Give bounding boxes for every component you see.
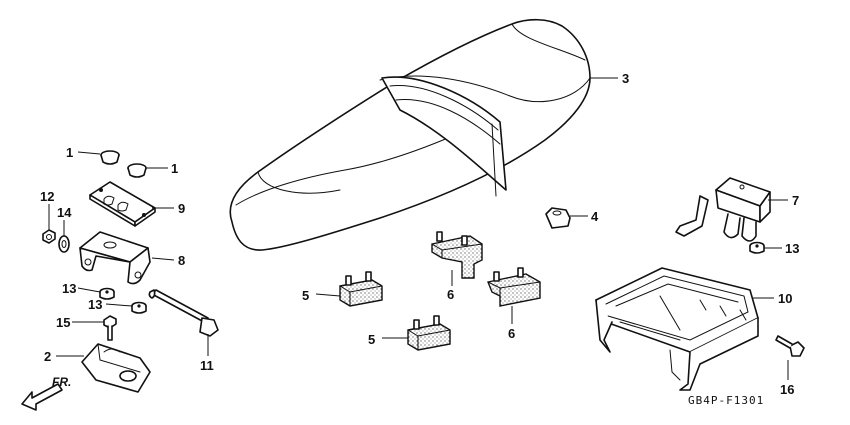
callout-2: 2 [44, 349, 51, 364]
callout-6: 6 [508, 326, 515, 341]
seat-lock-bracket-part [675, 177, 771, 242]
flange-nut-part [99, 287, 115, 300]
bolt-part [103, 315, 117, 341]
callout-5: 5 [302, 288, 309, 303]
callout-14: 14 [57, 205, 72, 220]
callout-12: 12 [40, 189, 54, 204]
callout-4: 4 [591, 209, 599, 224]
callout-13: 13 [785, 241, 799, 256]
cushion-part [407, 315, 451, 351]
callout-7: 7 [792, 193, 799, 208]
flange-nut-part [131, 301, 147, 314]
seat-bracket-part [79, 231, 151, 285]
luggage-box-part [595, 267, 759, 391]
callout-10: 10 [778, 291, 792, 306]
callout-3: 3 [622, 71, 629, 86]
callout-labels: 1 1 2 3 4 5 5 6 6 7 8 9 10 11 12 13 13 1… [40, 71, 799, 397]
callout-9: 9 [178, 201, 185, 216]
long-bolt-part [148, 289, 219, 337]
figure-code: GB4P-F1301 [688, 394, 764, 407]
cushion-part [487, 267, 541, 307]
cap-nut-part [100, 150, 147, 178]
hinge-base-part [81, 343, 151, 393]
cushion-part [339, 271, 383, 307]
callout-1: 1 [66, 145, 73, 160]
callout-6: 6 [447, 287, 454, 302]
screw-part [775, 335, 805, 357]
front-direction-label: FR. [52, 375, 71, 389]
callout-13: 13 [62, 281, 76, 296]
callout-15: 15 [56, 315, 70, 330]
callout-5: 5 [368, 332, 375, 347]
callout-11: 11 [200, 358, 214, 373]
cushion-part [431, 231, 483, 279]
seat-part [229, 18, 591, 251]
front-direction-arrow-icon: FR. [21, 375, 71, 411]
flange-nut-part [749, 241, 765, 254]
leader-lines [48, 77, 789, 380]
callout-8: 8 [178, 253, 185, 268]
callout-16: 16 [780, 382, 794, 397]
rubber-stopper-part [545, 207, 571, 229]
seat-plate-part [89, 181, 156, 227]
callout-13: 13 [88, 297, 102, 312]
callout-1: 1 [171, 161, 178, 176]
nut-washer-part [42, 229, 70, 253]
